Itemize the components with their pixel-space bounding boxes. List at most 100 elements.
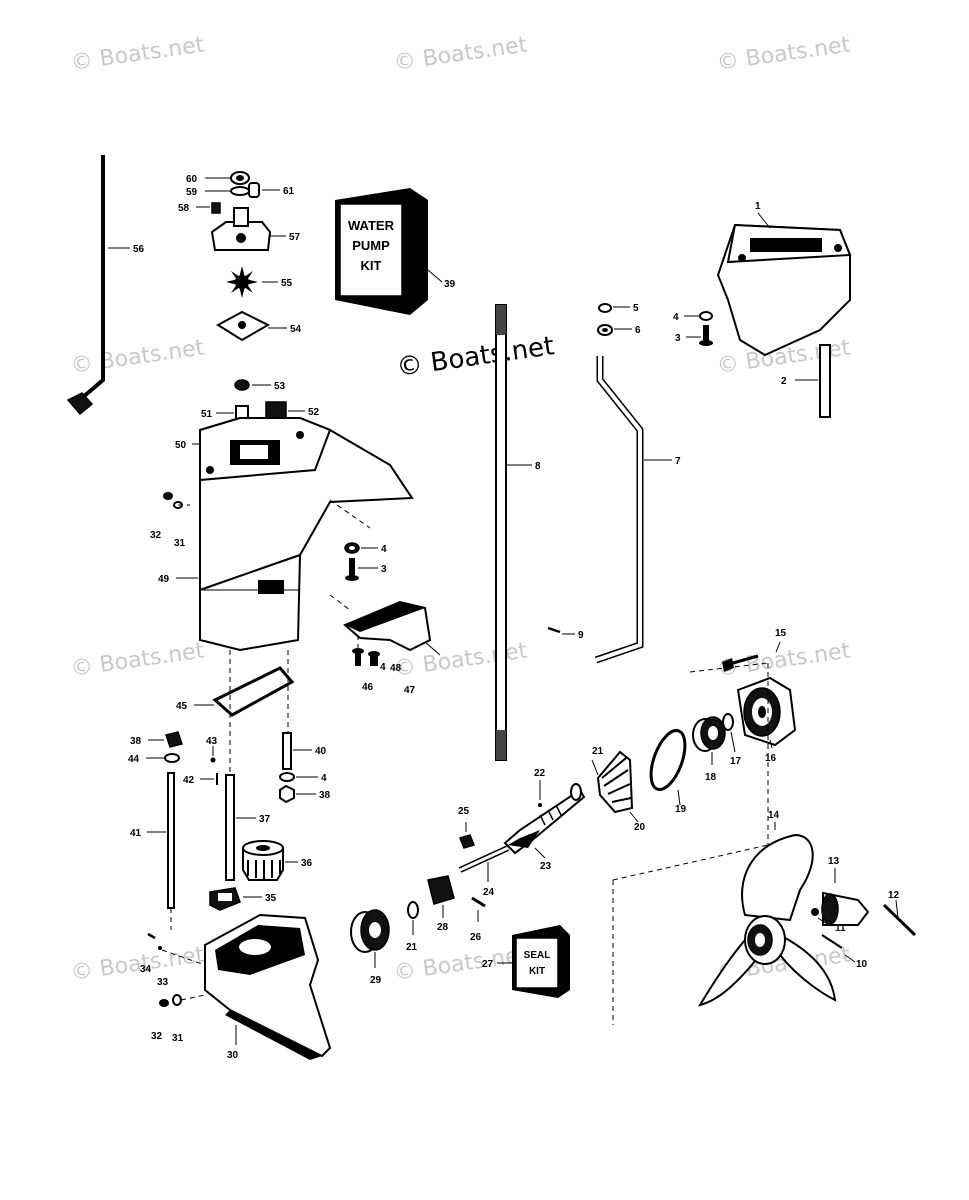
label-60: 60 xyxy=(186,174,198,185)
shift-rod-upper: 5 6 7 xyxy=(594,303,681,664)
label-28: 28 xyxy=(437,922,449,933)
seal-kit-line1: SEAL xyxy=(524,950,551,961)
label-32b: 32 xyxy=(151,1031,163,1042)
label-36: 36 xyxy=(301,858,313,869)
label-47: 47 xyxy=(404,685,416,696)
label-32a: 32 xyxy=(150,530,162,541)
label-52: 52 xyxy=(308,407,320,418)
label-61: 61 xyxy=(283,186,295,197)
label-9: 9 xyxy=(578,630,584,641)
label-24: 24 xyxy=(483,887,495,898)
bearing-carrier: 16 15 xyxy=(612,628,797,1025)
seal-kit-line2: KIT xyxy=(529,966,545,977)
watermark: © Boats.net xyxy=(392,32,529,75)
label-17: 17 xyxy=(730,756,742,767)
label-43: 43 xyxy=(206,736,218,747)
forward-gear: 20 xyxy=(596,750,646,833)
label-5: 5 xyxy=(633,303,639,314)
label-48: 48 xyxy=(390,663,402,674)
label-44: 44 xyxy=(128,754,140,765)
label-3a: 3 xyxy=(675,333,681,344)
label-19: 19 xyxy=(675,804,687,815)
label-15: 15 xyxy=(775,628,787,639)
water-pump-kit-line3: KIT xyxy=(361,258,382,273)
drive-shaft: 8 9 xyxy=(495,304,584,761)
label-23: 23 xyxy=(540,861,552,872)
watermark: © Boats.net xyxy=(69,638,206,681)
label-26: 26 xyxy=(470,932,482,943)
label-21b: 21 xyxy=(406,942,418,953)
label-45: 45 xyxy=(176,701,188,712)
reverse-gear-bearing: 29 xyxy=(350,909,390,986)
label-16: 16 xyxy=(765,753,777,764)
watermark: © Boats.net xyxy=(69,335,206,378)
bearing-carrier-parts: 19 18 17 xyxy=(649,713,742,815)
label-55: 55 xyxy=(281,278,293,289)
label-4b: 4 xyxy=(381,544,387,555)
water-pump-kit-line1: WATER xyxy=(348,218,395,233)
label-58: 58 xyxy=(178,203,190,214)
label-37: 37 xyxy=(259,814,271,825)
label-31b: 31 xyxy=(172,1033,184,1044)
label-35: 35 xyxy=(265,893,277,904)
label-4d: 4 xyxy=(321,773,327,784)
label-6: 6 xyxy=(635,325,641,336)
label-25: 25 xyxy=(458,806,470,817)
label-57: 57 xyxy=(289,232,301,243)
label-51: 51 xyxy=(201,409,213,420)
label-13: 13 xyxy=(828,856,840,867)
lower-right-fasteners: 40 4 38 37 xyxy=(225,732,331,881)
pinion-gear: 36 35 xyxy=(209,840,313,911)
label-38a: 38 xyxy=(130,736,142,747)
label-3b: 3 xyxy=(381,564,387,575)
label-49: 49 xyxy=(158,574,170,585)
label-22: 22 xyxy=(534,768,546,779)
label-53: 53 xyxy=(274,381,286,392)
label-18: 18 xyxy=(705,772,717,783)
label-42: 42 xyxy=(183,775,195,786)
water-pump-assembly: 60 59 61 58 57 55 54 53 51 52 xyxy=(175,171,320,451)
label-4a: 4 xyxy=(673,312,679,323)
label-30: 30 xyxy=(227,1050,239,1061)
label-7: 7 xyxy=(675,456,681,467)
label-12: 12 xyxy=(888,890,900,901)
label-34: 34 xyxy=(140,964,152,975)
label-20: 20 xyxy=(634,822,646,833)
label-46: 46 xyxy=(362,682,374,693)
propeller-shaft: 23 22 21 xyxy=(503,746,604,872)
water-pump-kit-box: WATER PUMP KIT 39 xyxy=(335,188,456,315)
housing-fasteners-mid: 4 3 xyxy=(344,542,387,581)
label-14: 14 xyxy=(768,810,780,821)
label-33: 33 xyxy=(157,977,169,988)
label-56: 56 xyxy=(133,244,145,255)
cavitation-cover: 48 46 4 47 xyxy=(329,594,441,696)
label-29: 29 xyxy=(370,975,382,986)
label-40: 40 xyxy=(315,746,327,757)
label-27: 27 xyxy=(482,959,494,970)
label-54: 54 xyxy=(290,324,302,335)
label-1: 1 xyxy=(755,201,761,212)
label-10: 10 xyxy=(856,959,868,970)
lower-left-fasteners: 38 44 41 42 43 xyxy=(128,731,218,930)
watermark: © Boats.net xyxy=(715,638,852,681)
label-21a: 21 xyxy=(592,746,604,757)
water-pump-kit-line2: PUMP xyxy=(352,238,390,253)
propeller-nut-parts: 13 11 10 12 xyxy=(811,856,917,970)
label-4c: 4 xyxy=(380,662,386,673)
clutch-assembly: 21 28 26 xyxy=(406,875,486,953)
label-11: 11 xyxy=(835,923,846,934)
watermark: © Boats.net xyxy=(69,32,206,75)
shift-shaft: 24 25 xyxy=(458,806,510,898)
watermark: © Boats.net xyxy=(715,32,852,75)
seal-kit-box: SEAL KIT 27 xyxy=(482,925,570,998)
label-8: 8 xyxy=(535,461,541,472)
adapter-plate-housing: 1 2 4 3 xyxy=(673,201,852,418)
gear-housing-lower: 30 34 33 32 31 xyxy=(140,913,332,1061)
label-50: 50 xyxy=(175,440,187,451)
label-2: 2 xyxy=(781,376,787,387)
part-56-shift-rod: 56 xyxy=(66,155,145,416)
label-38b: 38 xyxy=(319,790,331,801)
center-watermark: © Boats.net xyxy=(395,331,556,383)
gear-housing-upper: 49 32 31 xyxy=(150,417,414,652)
